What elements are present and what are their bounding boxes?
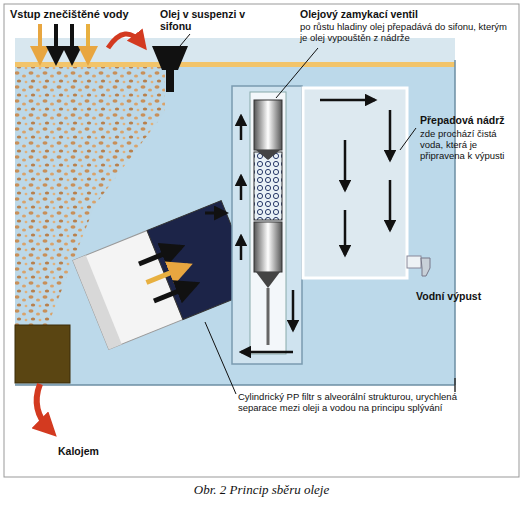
overflow-label: Přepadová nádrž (420, 114, 515, 126)
tank-water (15, 66, 455, 385)
water-outlet (407, 256, 430, 276)
valve-note: po růstu hladiny olej přepadává do sifon… (300, 22, 512, 44)
sludge-pit (15, 325, 70, 383)
filter-note: Cylindrický PP filtr s alveorální strukt… (238, 392, 470, 414)
siphon-funnel (152, 46, 188, 92)
overflow-note: zde prochází čistá voda, která je připra… (420, 129, 515, 162)
pp-filter (73, 201, 257, 350)
input-label: Vstup znečištěné vody (10, 8, 140, 21)
outlet-label: Vodní výpust (416, 290, 514, 302)
siphon-label: Olej v suspenzi v sifonu (160, 8, 270, 32)
valve-label: Olejový zamykací ventil (300, 8, 512, 20)
oil-layer (15, 62, 455, 67)
overflow-tank (303, 88, 407, 278)
valve-column (232, 86, 302, 364)
figure-caption: Obr. 2 Princip sběru oleje (0, 482, 523, 498)
sludge-label: Kalojem (58, 445, 138, 457)
